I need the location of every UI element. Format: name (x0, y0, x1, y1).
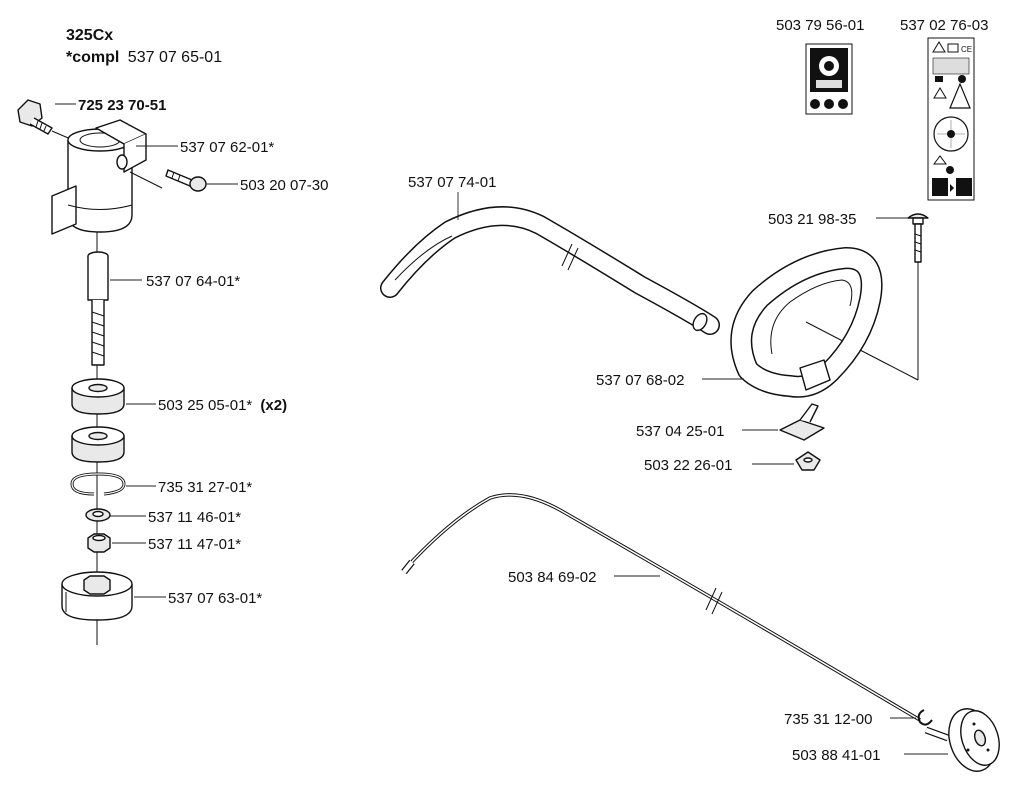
compl-number: 537 07 65-01 (128, 49, 222, 66)
bracket-part (779, 403, 825, 441)
nut-part (87, 533, 111, 553)
clamp-housing-part (51, 119, 163, 235)
screw-part (165, 169, 207, 192)
compl-prefix: *compl (66, 49, 119, 66)
label-hub: 537 07 63-01* (168, 590, 262, 607)
label-bracket: 537 04 25-01 (636, 423, 724, 440)
label-washer: 537 11 46-01* (148, 509, 241, 526)
circlip-part (70, 472, 126, 496)
handle-part (730, 247, 883, 398)
label-drive-shaft: 503 84 69-02 (508, 569, 596, 586)
label-drive-disc: 503 88 41-01 (792, 747, 880, 764)
shaft-part (87, 251, 109, 366)
label-screw: 503 20 07-30 (240, 177, 328, 194)
bearing-upper-part (71, 378, 125, 415)
spool-warning-decal-icon (805, 43, 853, 115)
label-retaining-ring: 735 31 12-00 (784, 711, 872, 728)
label-decal-b: 537 02 76-03 (900, 17, 988, 34)
model-title: 325Cx (66, 27, 113, 44)
carriage-bolt-part (805, 213, 929, 381)
label-bolt: 725 23 70-51 (78, 97, 166, 114)
drive-shaft-part (401, 493, 921, 722)
hub-part (61, 571, 133, 621)
svg-text:CE: CE (961, 45, 972, 54)
label-shaft: 537 07 64-01* (146, 273, 240, 290)
label-circlip: 735 31 27-01* (158, 479, 252, 496)
label-carriage-bolt: 503 21 98-35 (768, 211, 856, 228)
bolt-part (17, 99, 97, 151)
bearing-number: 503 25 05-01* (158, 397, 252, 414)
safety-warning-decal-icon: CE (927, 37, 975, 201)
retaining-ring-part (917, 709, 933, 726)
bearing-qty: (x2) (260, 397, 287, 414)
label-decal-a: 503 79 56-01 (776, 17, 864, 34)
label-nut: 537 11 47-01* (148, 536, 241, 553)
drive-disc-part (924, 708, 1000, 772)
tube-part (380, 206, 720, 335)
label-handle: 537 07 68-02 (596, 372, 684, 389)
label-bearing: 503 25 05-01* (x2) (158, 397, 287, 414)
label-tube: 537 07 74-01 (408, 174, 496, 191)
washer-part (85, 508, 111, 522)
wing-nut-part (795, 451, 821, 471)
bearing-lower-part (71, 426, 125, 463)
compl-line: *compl 537 07 65-01 (66, 49, 222, 66)
label-wing-nut: 503 22 26-01 (644, 457, 732, 474)
label-clamp: 537 07 62-01* (180, 139, 274, 156)
